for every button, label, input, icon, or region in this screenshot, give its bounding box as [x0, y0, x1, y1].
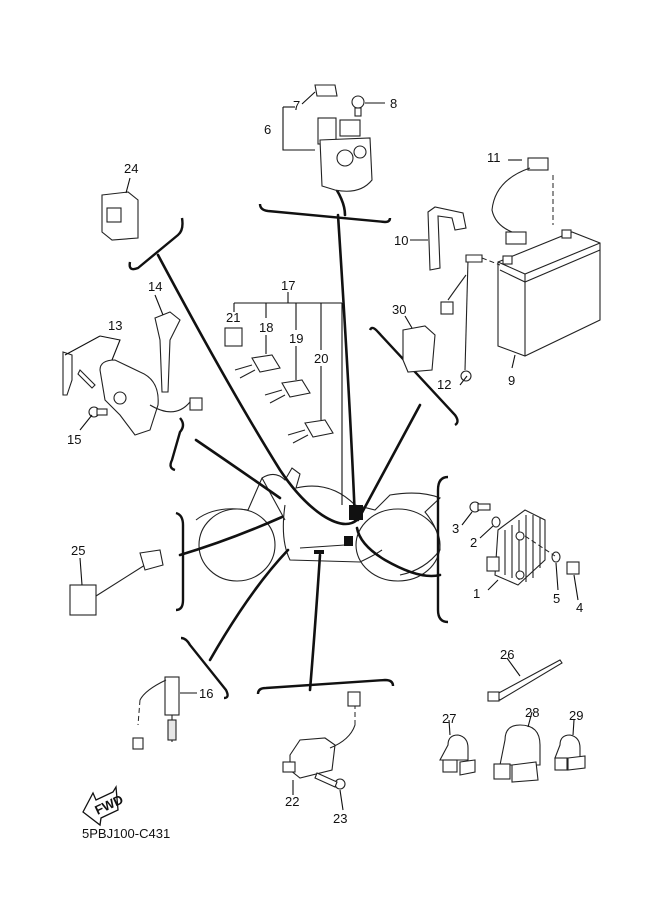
screw-part-15 [88, 406, 108, 418]
leader-6 [282, 107, 315, 151]
fuse-part-19 [264, 379, 311, 404]
fuse-part-20 [287, 419, 334, 444]
callout-19: 19 [289, 331, 303, 346]
callout-30: 30 [392, 302, 406, 317]
cable-tie-part-26 [487, 659, 563, 702]
group-brackets [128, 203, 459, 700]
flasher-relay-part-24 [101, 191, 139, 241]
callout-8: 8 [390, 96, 397, 111]
washer-part-5 [551, 551, 561, 563]
clamp-part-27 [439, 734, 476, 776]
wire-harness [156, 178, 442, 692]
callout-23: 23 [333, 811, 347, 826]
callout-2: 2 [470, 535, 477, 550]
key-part-14 [154, 311, 181, 393]
callout-20: 20 [314, 351, 328, 366]
callout-17: 17 [281, 278, 295, 293]
bolt-part-3 [469, 501, 491, 513]
callout-14: 14 [148, 279, 162, 294]
relay-part-30 [402, 325, 436, 373]
callout-10: 10 [394, 233, 408, 248]
callout-28: 28 [525, 705, 539, 720]
motorcycle-outline [195, 467, 442, 582]
collar-part-2 [491, 516, 501, 528]
bolt-part-23 [314, 772, 346, 790]
callout-15: 15 [67, 432, 81, 447]
callout-24: 24 [124, 161, 138, 176]
switch-part-22 [282, 691, 361, 779]
callout-9: 9 [508, 373, 515, 388]
lead-wire-part-11 [491, 157, 554, 245]
relay-part-21 [224, 327, 243, 347]
callout-27: 27 [442, 711, 456, 726]
rectifier-regulator-part-1 [486, 509, 546, 586]
callout-25: 25 [71, 543, 85, 558]
callout-4: 4 [576, 600, 583, 615]
callout-7: 7 [293, 98, 300, 113]
battery-part-9 [497, 229, 601, 357]
connector-block [349, 505, 363, 520]
callout-1: 1 [473, 586, 480, 601]
fuse-group-part-17 [233, 292, 343, 505]
callout-26: 26 [500, 647, 514, 662]
connector-small [344, 536, 353, 546]
clamp-part-28 [493, 724, 541, 783]
callout-16: 16 [199, 686, 213, 701]
callout-22: 22 [285, 794, 299, 809]
connector-tab [314, 550, 324, 554]
callout-5: 5 [553, 591, 560, 606]
main-switch-part-13 [62, 351, 203, 436]
nut-part-4 [566, 561, 580, 575]
callout-21: 21 [226, 310, 240, 325]
starter-relay-part-6 [314, 84, 373, 192]
clamp-part-29 [554, 734, 586, 771]
callout-13: 13 [108, 318, 122, 333]
battery-band-part-10 [427, 206, 467, 271]
forward-direction-arrow: FWD [82, 784, 126, 827]
stop-switch-part-16 [132, 676, 180, 750]
callout-11: 11 [487, 150, 501, 165]
sensor-part-25 [69, 549, 164, 616]
callout-18: 18 [259, 320, 273, 335]
fuse-part-18 [234, 354, 281, 379]
diagram-code: 5PBJ100-C431 [82, 826, 170, 841]
battery-cable-part-12 [440, 254, 501, 382]
callout-12: 12 [437, 377, 451, 392]
callout-3: 3 [452, 521, 459, 536]
callout-29: 29 [569, 708, 583, 723]
callout-labels: 1 2 3 4 5 6 7 8 9 10 11 12 13 14 15 16 1… [67, 96, 583, 826]
callout-6: 6 [264, 122, 271, 137]
